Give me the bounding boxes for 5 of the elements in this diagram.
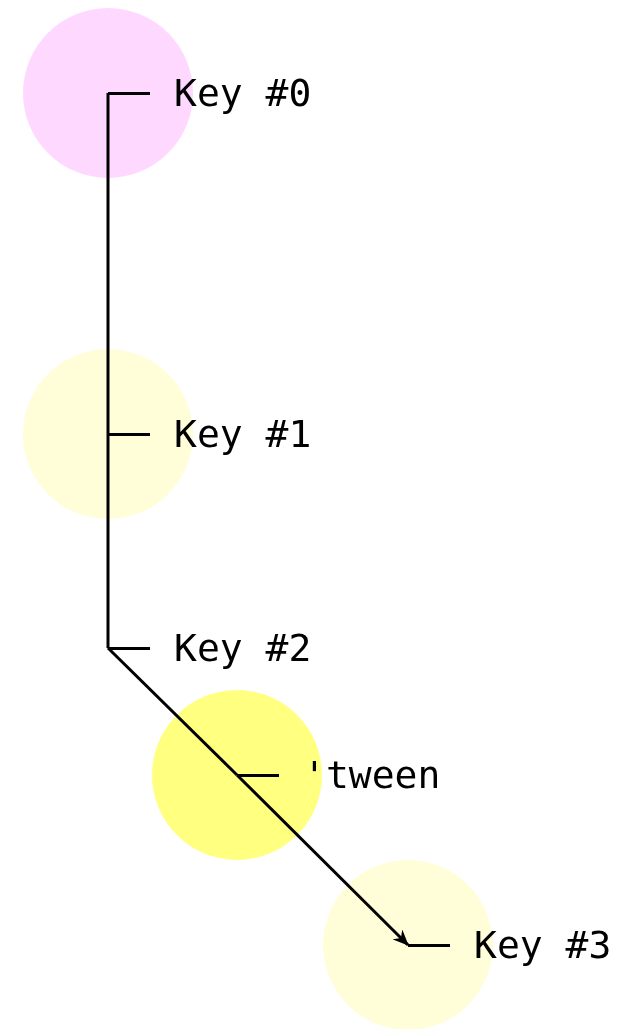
connector-line	[106, 434, 110, 648]
connector-line	[106, 646, 239, 777]
key-label: 'tween	[303, 758, 441, 792]
arrow	[235, 773, 410, 947]
connector-line	[106, 93, 110, 434]
